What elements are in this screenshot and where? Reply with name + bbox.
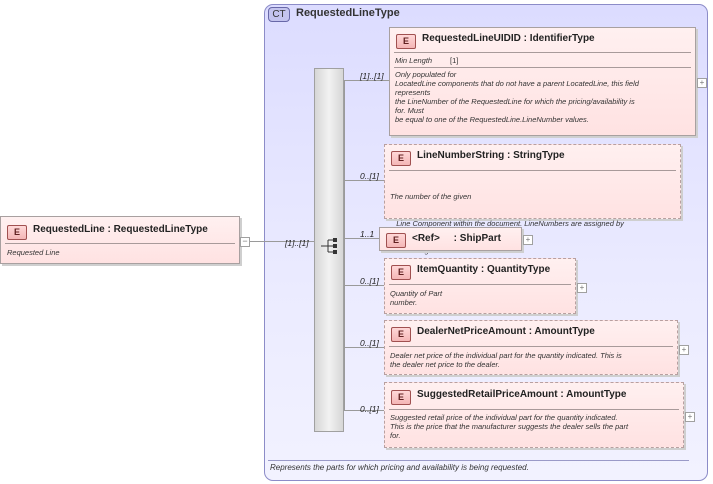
- element-name: LineNumberString : StringType: [417, 150, 565, 161]
- divider: [394, 52, 691, 53]
- root-multiplicity: [1]..[1]: [285, 238, 309, 248]
- element-item-quantity[interactable]: E ItemQuantity : QuantityType Quantity o…: [384, 258, 576, 314]
- complex-type-title: RequestedLineType: [296, 7, 400, 19]
- child-2-multiplicity: 0..[1]: [360, 171, 379, 181]
- element-dealer-net-price-amount[interactable]: E DealerNetPriceAmount : AmountType Deal…: [384, 320, 678, 375]
- element-badge: E: [386, 233, 406, 248]
- element-name: RequestedLineUIDID : IdentifierType: [422, 33, 595, 44]
- facet-label: Min Length: [395, 56, 433, 65]
- connector-child-2: [344, 180, 384, 181]
- element-badge: E: [396, 34, 416, 49]
- sequence-icon: [321, 238, 337, 254]
- complex-type-divider: [268, 460, 689, 461]
- expand-icon[interactable]: +: [679, 345, 689, 355]
- collapse-icon[interactable]: −: [240, 237, 250, 247]
- expand-icon[interactable]: +: [685, 412, 695, 422]
- element-name: SuggestedRetailPriceAmount : AmountType: [417, 389, 627, 400]
- element-line-number-string[interactable]: E LineNumberString : StringType The numb…: [384, 144, 681, 282]
- divider: [389, 284, 571, 285]
- root-element-documentation: Requested Line: [7, 248, 60, 257]
- child-3-multiplicity: 1..1: [360, 229, 375, 239]
- child-1-multiplicity: [1]..[1]: [360, 71, 384, 81]
- connector-child-6: [344, 410, 384, 411]
- divider: [389, 346, 673, 347]
- expand-icon[interactable]: +: [523, 235, 533, 245]
- complex-type-badge: CT: [268, 7, 290, 22]
- element-name: ItemQuantity : QuantityType: [417, 264, 551, 275]
- element-documentation: Quantity of Part number.: [390, 289, 443, 307]
- element-badge: E: [391, 390, 411, 405]
- divider: [5, 243, 235, 244]
- element-documentation: Dealer net price of the individual part …: [390, 351, 622, 369]
- connector-child-5: [344, 347, 384, 348]
- element-badge: E: [391, 327, 411, 342]
- divider: [389, 409, 679, 410]
- element-badge: E: [391, 265, 411, 280]
- facet-value: [1]: [450, 56, 459, 65]
- element-badge: E: [7, 225, 27, 240]
- complex-type-documentation: Represents the parts for which pricing a…: [270, 463, 529, 472]
- sequence-spine: [344, 80, 345, 410]
- root-element-name: RequestedLine : RequestedLineType: [33, 224, 208, 235]
- child-5-multiplicity: 0..[1]: [360, 338, 379, 348]
- connector-child-3: [344, 238, 379, 239]
- element-requested-line-uidid[interactable]: E RequestedLineUIDID : IdentifierType Mi…: [389, 27, 696, 136]
- element-documentation: Suggested retail price of the individual…: [390, 413, 629, 440]
- root-element[interactable]: E RequestedLine : RequestedLineType Requ…: [0, 216, 240, 264]
- element-name: DealerNetPriceAmount : AmountType: [417, 326, 595, 337]
- divider: [394, 67, 691, 68]
- expand-icon[interactable]: +: [577, 283, 587, 293]
- sequence-compositor[interactable]: [314, 68, 344, 432]
- connector-child-1: [344, 80, 389, 81]
- root-connector: [249, 241, 314, 242]
- child-6-multiplicity: 0..[1]: [360, 404, 379, 414]
- divider: [389, 170, 676, 171]
- element-name: <Ref> : ShipPart: [412, 233, 501, 244]
- expand-icon[interactable]: +: [697, 78, 707, 88]
- element-documentation: Only populated for LocatedLine component…: [395, 70, 639, 124]
- child-4-multiplicity: 0..[1]: [360, 276, 379, 286]
- element-ref-ship-part[interactable]: E <Ref> : ShipPart: [379, 227, 522, 251]
- connector-child-4: [344, 285, 384, 286]
- element-suggested-retail-price-amount[interactable]: E SuggestedRetailPriceAmount : AmountTyp…: [384, 382, 684, 448]
- element-badge: E: [391, 151, 411, 166]
